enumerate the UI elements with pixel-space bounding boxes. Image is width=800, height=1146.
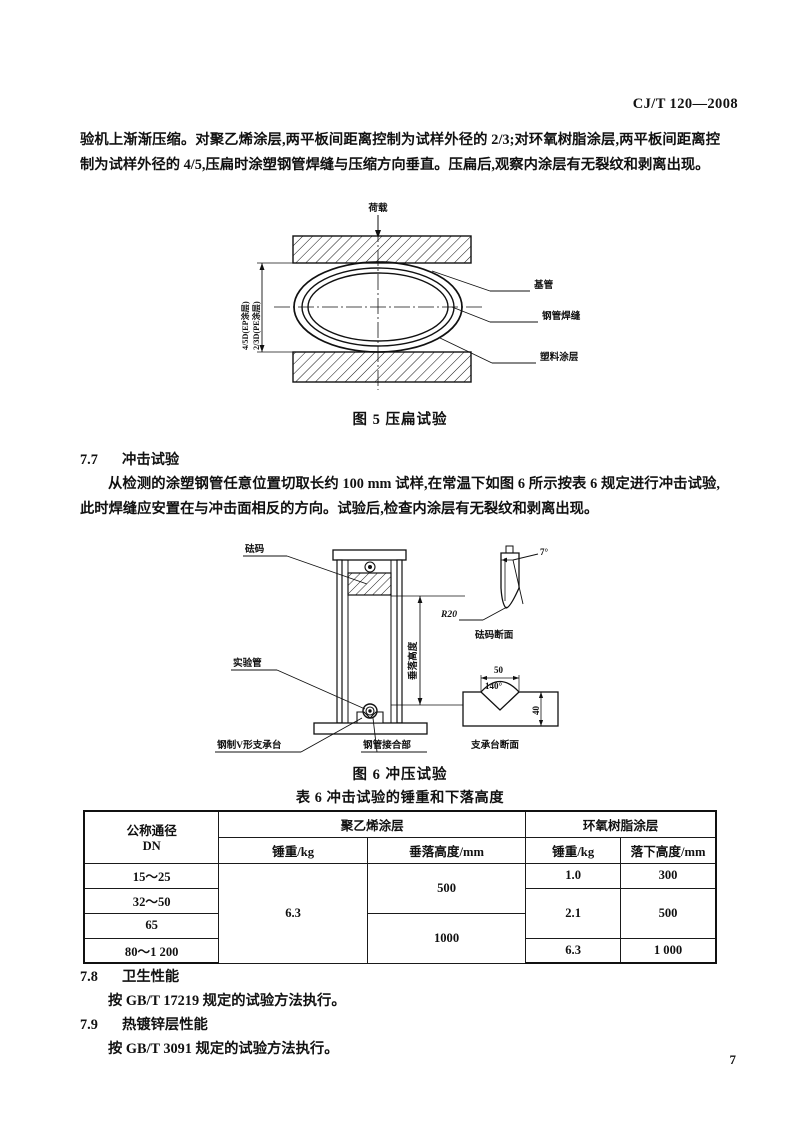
clause-7-8-number: 7.8: [80, 969, 98, 985]
figure6-dim-40-label: 40: [531, 706, 541, 716]
table-header-group-ep: 环氧树脂涂层: [525, 810, 718, 838]
figure6-v-support-label: 钢制V形支承台: [217, 739, 282, 751]
table-row: 80～1 200 6.3 1 000: [83, 937, 718, 964]
table-header-dn-line2: DN: [142, 839, 161, 854]
clause-7-8-text: 按 GB/T 17219 规定的试验方法执行。: [108, 993, 346, 1009]
table-row-header-2: 锤重/kg 垂落高度/mm 锤重/kg 落下高度/mm: [84, 836, 718, 864]
clause-7-8-heading: 7.8 卫生性能: [80, 965, 179, 986]
figure-5-flattening-test: 4/5D(EP涂层) 2/3D(PE涂层) 荷载 基管 钢管焊缝 塑料涂层: [200, 200, 680, 410]
table-cell-dn: 15～25: [83, 862, 220, 889]
table-subheader-pe-weight: 锤重/kg: [218, 836, 368, 864]
figure-5-caption: 图 5 压扁试验: [352, 412, 448, 428]
table-6-caption: 表 6 冲击试验的锤重和下落高度: [295, 790, 505, 806]
figure-6-impact-test: 垂落高度 砝码 实验管 钢制V形支承台 钢管接合部: [215, 540, 675, 760]
table-cell-pe-height-lower: 1000: [366, 912, 527, 964]
figure6-r20-label: R20: [440, 609, 457, 620]
clause-7-9-number: 7.9: [80, 1017, 98, 1033]
figure5-callout-coating: 塑料涂层: [540, 351, 579, 363]
intro-paragraph: 验机上渐渐压缩。对聚乙烯涂层,两平板间距离控制为试样外径的 2/3;对环氧树脂涂…: [80, 132, 720, 173]
table-cell-ep-height-1: 300: [620, 862, 718, 889]
table-cell-ep-weight-1: 1.0: [525, 862, 622, 889]
clause-7-9-title: 热镀锌层性能: [122, 1017, 208, 1033]
figure6-pipe-joint-label: 钢管接合部: [363, 739, 411, 751]
table-row-header-1: 公称通径 DN 聚乙烯涂层 环氧树脂涂层: [83, 810, 718, 864]
table-cell-ep-height-2: 500: [620, 887, 718, 939]
table-subheader-ep-height: 落下高度/mm: [620, 836, 718, 864]
table-subheader-pe-height: 垂落高度/mm: [366, 836, 527, 864]
table-cell-pe-height-upper: 500: [366, 862, 527, 914]
clause-7-7-heading: 7.7 冲击试验: [80, 448, 179, 469]
table-header-dn-line1: 公称通径: [126, 824, 177, 839]
figure5-callout-weld: 钢管焊缝: [542, 310, 581, 322]
clause-7-7-number: 7.7: [80, 452, 98, 468]
clause-7-9-text: 按 GB/T 3091 规定的试验方法执行。: [108, 1041, 339, 1057]
figure6-dim-140-label: 140°: [485, 681, 503, 691]
figure5-callout-base-pipe: 基管: [533, 279, 554, 291]
figure6-support-section-label: 支承台断面: [470, 739, 519, 751]
clause-7-7-title: 冲击试验: [122, 452, 180, 468]
standard-number-header: CJ/T 120—2008: [632, 96, 738, 112]
table-header-dn: 公称通径 DN: [83, 810, 220, 864]
table-cell-dn: 65: [83, 912, 220, 939]
page-number: 7: [729, 1052, 737, 1067]
table-cell-ep-weight-2: 2.1: [525, 887, 622, 939]
table-cell-pe-weight: 6.3: [218, 862, 368, 964]
figure-6-caption: 图 6 冲压试验: [352, 767, 448, 783]
clause-7-9-heading: 7.9 热镀锌层性能: [80, 1013, 208, 1034]
figure5-load-label: 荷载: [367, 202, 388, 214]
table-subheader-ep-weight: 锤重/kg: [525, 836, 622, 864]
table-header-group-pe: 聚乙烯涂层: [218, 810, 527, 838]
table-6-impact-hammer-weight-drop-height: 公称通径 DN 聚乙烯涂层 环氧树脂涂层 锤重/kg 垂落高度/mm 锤重/kg…: [83, 810, 718, 964]
table-cell-ep-weight-3: 6.3: [525, 937, 622, 964]
figure6-drop-height-label: 垂落高度: [407, 641, 419, 680]
figure6-test-pipe-label: 实验管: [233, 657, 262, 669]
figure6-weight-label: 砝码: [245, 543, 265, 555]
figure5-dim-label-ep: 4/5D(EP涂层): [240, 301, 250, 350]
table-row: 65 1000: [83, 912, 716, 964]
figure5-dim-label-pe: 2/3D(PE涂层): [251, 301, 261, 350]
table-cell-ep-height-3: 1 000: [620, 937, 718, 964]
figure6-angle-7-label: 7°: [540, 547, 549, 557]
figure6-dim-50-label: 50: [494, 665, 504, 675]
table-row: 32～50 2.1 500: [83, 887, 718, 939]
clause-7-8-title: 卫生性能: [122, 969, 180, 985]
table-cell-dn: 80～1 200: [83, 937, 220, 964]
clause-7-7-text: 从检测的涂塑钢管任意位置切取长约 100 mm 试样,在常温下如图 6 所示按表…: [80, 476, 720, 517]
figure6-weight-section-label: 砝码断面: [475, 629, 514, 641]
table-row: 15～25 6.3 500 1.0 300: [83, 862, 718, 964]
table-cell-dn: 32～50: [83, 887, 220, 914]
